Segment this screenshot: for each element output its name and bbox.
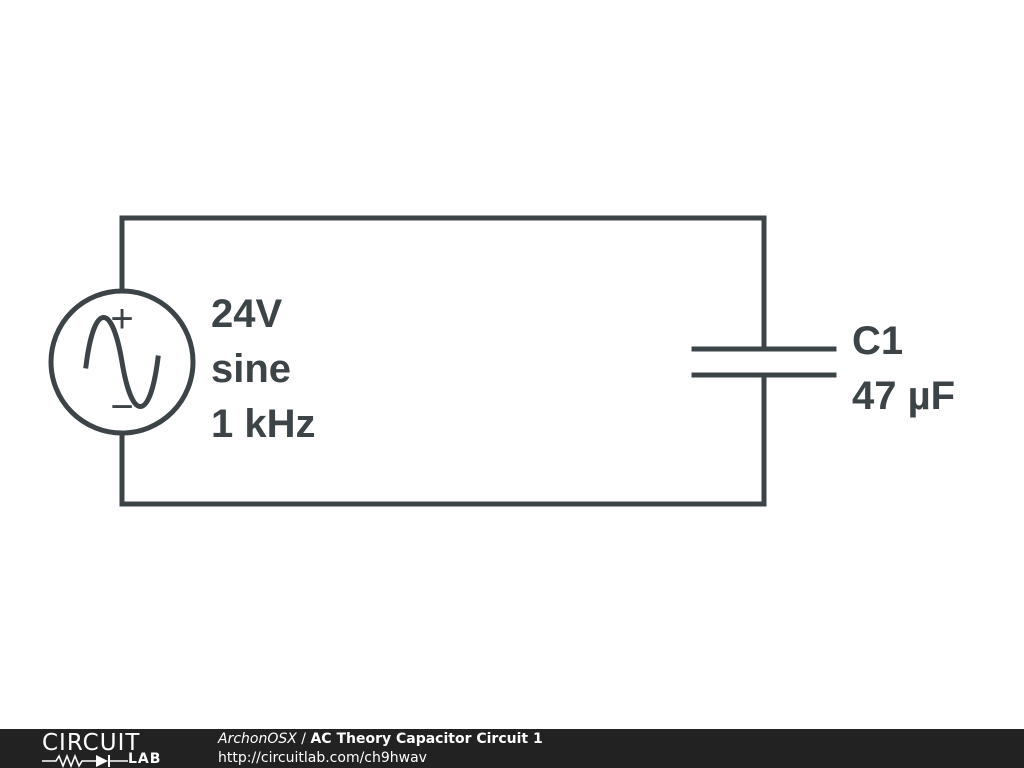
ac-voltage-source-icon: + −: [48, 288, 196, 436]
circuit-title[interactable]: AC Theory Capacitor Circuit 1: [310, 731, 543, 747]
logo-resistor-zigzag: [42, 754, 96, 768]
logo-text-circuit: CIRCUIT: [42, 730, 141, 756]
footer-bar: CIRCUIT LAB ArchonOSX / AC Theory Capaci…: [0, 729, 1024, 768]
footer-separator: /: [296, 731, 311, 747]
source-plus-sign: +: [110, 297, 133, 341]
circuit-url-link[interactable]: http://circuitlab.com/ch9hwav: [218, 750, 427, 766]
source-voltage-label: 24V: [211, 292, 282, 336]
capacitor-ref-label: C1: [852, 319, 903, 363]
source-circle: [48, 288, 196, 436]
sine-wave-icon: [83, 315, 161, 409]
logo-diode-triangle: [96, 755, 108, 767]
footer-title-line: ArchonOSX / AC Theory Capacitor Circuit …: [218, 730, 543, 749]
circuitlab-logo[interactable]: CIRCUIT LAB: [42, 730, 178, 768]
capacitor-value-label: 47 µF: [852, 374, 955, 418]
source-minus-sign: −: [110, 385, 133, 429]
logo-text-lab: LAB: [128, 751, 162, 767]
source-waveform-label: sine: [211, 347, 291, 391]
wire-top: [119, 215, 767, 352]
circuit-wires: [119, 215, 767, 507]
footer-info: ArchonOSX / AC Theory Capacitor Circuit …: [218, 730, 543, 768]
capacitor-icon: [691, 346, 837, 378]
resistor-diode-icon: [42, 754, 128, 768]
author-link[interactable]: ArchonOSX: [218, 731, 297, 747]
source-frequency-label: 1 kHz: [211, 402, 316, 446]
wire-bottom: [119, 372, 767, 507]
circuit-schematic: + − 24V sine 1 kHz C1 47 µF: [48, 215, 955, 507]
